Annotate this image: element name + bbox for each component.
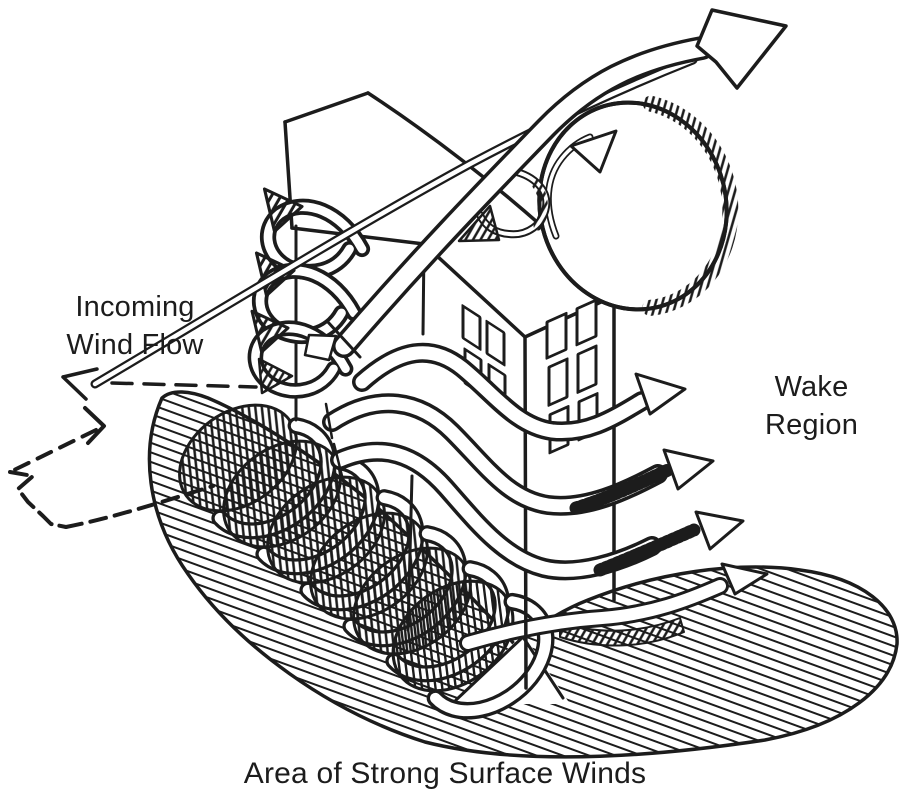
wake-region-label: Wake Region [764, 371, 859, 442]
wake-exit-arrowhead-mid [662, 448, 715, 491]
rooftop-vortex-arrowhead [569, 129, 618, 174]
rooftop-vortex [537, 95, 739, 316]
over-roof-flow-arrow [303, 8, 788, 362]
wraparound-flow-arrows [322, 342, 745, 581]
wake-exit-arrowhead-top [634, 372, 687, 416]
wake-exit-arrowhead-low [694, 510, 745, 551]
roof-separation-arc [90, 55, 698, 389]
wake-surface-arrowhead [720, 562, 769, 596]
downwash-curl-arrows [252, 189, 362, 391]
incoming-wind-flow-label: Incoming Wind Flow [66, 291, 204, 362]
roof-reverse-curl-arrow [457, 166, 551, 243]
over-roof-arrowhead [695, 8, 788, 90]
wake-surface-flow [459, 562, 769, 652]
incoming-wind-dashed-arrow [8, 357, 294, 529]
stagnation-arrowhead [257, 357, 294, 395]
area-of-strong-surface-winds-label: Area of Strong Surface Winds [243, 757, 647, 790]
